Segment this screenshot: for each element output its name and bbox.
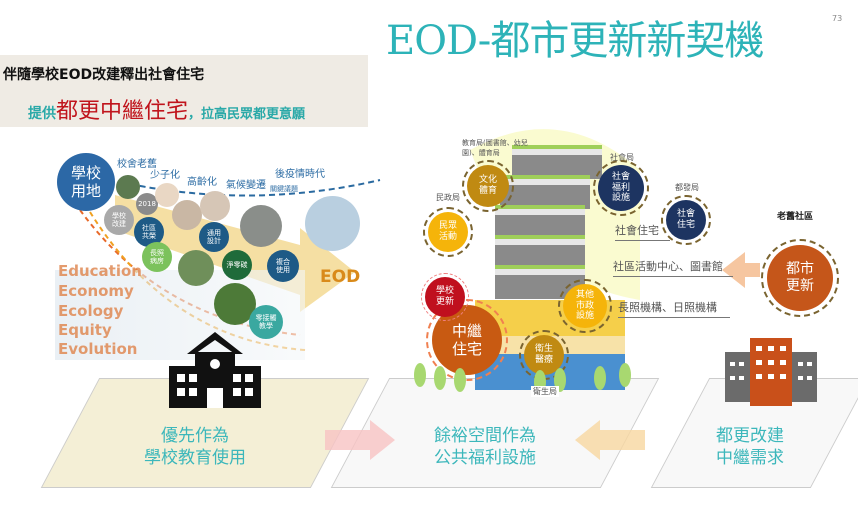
circle-social-housing: 社會 住宅: [661, 195, 711, 245]
agency-health: 衛生局: [531, 386, 559, 397]
bottom-text-school: 優先作為 學校教育使用: [144, 426, 246, 469]
bubble-school-rebuild: 學校 改建: [104, 205, 134, 235]
tower-floor: [495, 235, 585, 269]
bottom-text-renewal: 都更改建 中繼需求: [716, 426, 784, 469]
bubble-long-term-care: 長照 病房: [142, 242, 172, 272]
old-community-caption: 老舊社區: [777, 212, 814, 222]
subtitle-line2: 提供都更中繼住宅，拉高民眾都更意願: [28, 93, 305, 125]
circle-social-welfare: 社會 福利 設施: [593, 160, 649, 216]
circle-culture-sports: 文化 體育: [462, 160, 514, 212]
photo-mayor: [305, 196, 360, 251]
timeline-item-aging: 高齡化: [187, 177, 217, 188]
subtitle-box: 伴隨學校EOD改建釋出社會住宅 提供都更中繼住宅，拉高民眾都更意願: [0, 55, 368, 127]
timeline-item-low-birth: 少子化: [150, 170, 180, 181]
side-label-care: 長照機構、日照機構: [618, 299, 730, 318]
agency-education: 教育局(圖書館、幼兒園)、體育局: [462, 139, 528, 157]
slide-title: EOD-都市更新新契機: [386, 18, 764, 64]
word-equity: Equity: [58, 321, 112, 339]
side-label-social-housing: 社會住宅: [615, 222, 670, 241]
photo-elder-man: [172, 200, 202, 230]
subtitle-suffix: ，拉高民眾都更意願: [188, 107, 306, 122]
circle-other-facilities: 其他 市政 設施: [558, 279, 612, 333]
page-number: 73: [832, 14, 843, 23]
photo-school: [116, 175, 140, 199]
school-land-circle: 學校 用地: [57, 153, 115, 211]
timeline-item-post-pandemic: 後疫情時代: [275, 169, 325, 180]
bubble-net-zero: 淨零碳: [222, 250, 252, 280]
tower-floor: [495, 205, 585, 239]
subtitle-line1: 伴隨學校EOD改建釋出社會住宅: [3, 67, 205, 83]
side-label-community-center: 社區活動中心、圖書館: [613, 258, 733, 277]
subtitle-highlight: 都更中繼住宅: [56, 99, 189, 124]
tower-floor: [512, 145, 602, 179]
bottom-text-public: 餘裕空間作為 公共福利設施: [434, 426, 536, 469]
circle-urban-renewal: 都市 更新: [761, 239, 839, 317]
buildings-icon: [725, 338, 817, 406]
timeline-caption: 關鍵議題: [270, 185, 298, 193]
word-evolution: Evolution: [58, 340, 138, 358]
photo-elder-woman: [200, 191, 230, 221]
word-ecology: Ecology: [58, 302, 124, 320]
eod-label: EOD: [320, 267, 361, 287]
tower-floor: [500, 175, 590, 209]
trees: [414, 363, 631, 394]
agency-civil: 民政局: [436, 193, 460, 202]
word-education: Education: [58, 262, 142, 280]
timeline-item-climate: 氣候變遷: [226, 180, 266, 191]
circle-health: 衛生 醫療: [519, 330, 569, 380]
circle-school-renewal: 學校 更新: [421, 273, 469, 321]
year-bubble: 2018: [136, 193, 158, 215]
bubble-mixed-use: 複合 使用: [267, 250, 299, 282]
agency-urban-dev: 都發局: [675, 183, 699, 192]
school-building-icon: [169, 332, 261, 408]
timeline-item-aging-school: 校舍老舊: [117, 159, 157, 170]
photo-street: [240, 205, 282, 247]
bubble-contactless: 零接觸 教學: [249, 305, 283, 339]
agency-social: 社會局: [610, 153, 634, 162]
subtitle-prefix: 提供: [28, 106, 56, 122]
photo-child: [155, 183, 179, 207]
word-economy: Economy: [58, 282, 134, 300]
bubble-universal-design: 通用 設計: [199, 222, 229, 252]
photo-trees: [178, 250, 214, 286]
circle-civil-activity: 民眾 活動: [423, 207, 473, 257]
